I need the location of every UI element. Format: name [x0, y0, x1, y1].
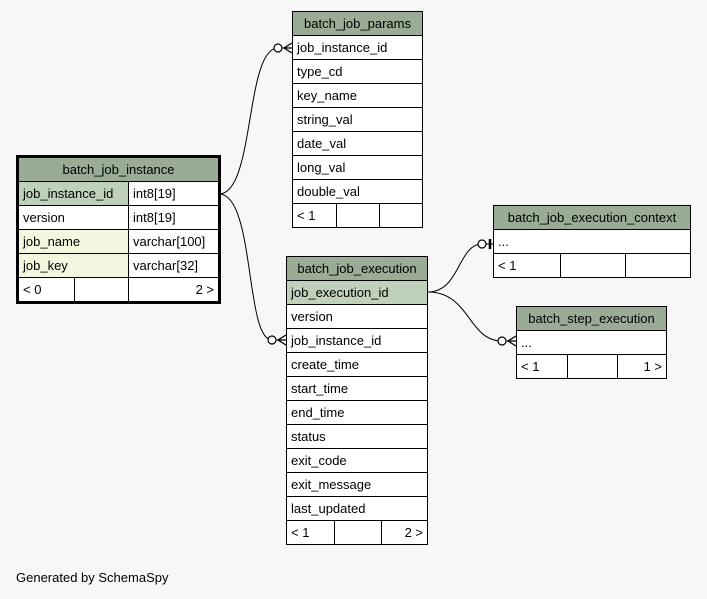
column-key-name[interactable]: key_name	[292, 83, 423, 108]
parent-count: < 1	[493, 253, 561, 278]
child-count: 2 >	[381, 520, 428, 545]
column-end-time[interactable]: end_time	[286, 400, 428, 425]
column-double-val[interactable]: double_val	[292, 179, 423, 204]
table-title[interactable]: batch_job_execution	[286, 256, 428, 281]
child-count	[379, 203, 423, 228]
column-type: int8[19]	[128, 181, 220, 206]
column-ellipsis[interactable]: ...	[516, 330, 667, 355]
table-title[interactable]: batch_step_execution	[516, 306, 667, 331]
column-job-name[interactable]: job_name	[17, 229, 129, 254]
crowfoot-icon	[276, 334, 287, 346]
table-batch-job-execution[interactable]: batch_job_execution job_execution_id ver…	[286, 256, 428, 545]
column-type: varchar[100]	[128, 229, 220, 254]
parent-count: < 1	[292, 203, 337, 228]
child-count: 1 >	[617, 354, 667, 379]
column-exit-code[interactable]: exit_code	[286, 448, 428, 473]
optional-marker-icon	[497, 336, 507, 346]
column-status[interactable]: status	[286, 424, 428, 449]
table-title[interactable]: batch_job_params	[292, 11, 423, 36]
parent-count: < 1	[516, 354, 568, 379]
column-type: varchar[32]	[128, 253, 220, 278]
child-count: 2 >	[128, 277, 220, 303]
child-count	[625, 253, 691, 278]
column-type: int8[19]	[128, 205, 220, 230]
column-create-time[interactable]: create_time	[286, 352, 428, 377]
relation-execution-context	[427, 243, 493, 293]
column-string-val[interactable]: string_val	[292, 107, 423, 132]
row-count	[567, 354, 618, 379]
column-job-key[interactable]: job_key	[17, 253, 129, 278]
column-job-instance-id[interactable]: job_instance_id	[286, 328, 428, 353]
parent-count: < 0	[17, 277, 75, 303]
table-batch-job-instance[interactable]: batch_job_instance job_instance_id int8[…	[16, 155, 221, 304]
relation-instance-params	[218, 47, 292, 195]
table-batch-step-execution[interactable]: batch_step_execution ... < 1 1 >	[516, 306, 667, 379]
crowfoot-icon	[282, 42, 293, 54]
table-title[interactable]: batch_job_instance	[17, 156, 220, 182]
column-exit-message[interactable]: exit_message	[286, 472, 428, 497]
generated-by-label: Generated by SchemaSpy	[16, 570, 169, 585]
column-start-time[interactable]: start_time	[286, 376, 428, 401]
column-ellipsis[interactable]: ...	[493, 229, 691, 254]
column-job-instance-id[interactable]: job_instance_id	[292, 35, 423, 60]
relation-instance-execution	[218, 193, 286, 341]
column-version[interactable]: version	[17, 205, 129, 230]
table-title[interactable]: batch_job_execution_context	[493, 205, 691, 230]
table-batch-job-params[interactable]: batch_job_params job_instance_id type_cd…	[292, 11, 423, 228]
row-count	[74, 277, 129, 303]
column-job-instance-id[interactable]: job_instance_id	[17, 181, 129, 206]
parent-count: < 1	[286, 520, 335, 545]
column-long-val[interactable]: long_val	[292, 155, 423, 180]
column-type-cd[interactable]: type_cd	[292, 59, 423, 84]
optional-marker-icon	[477, 239, 487, 249]
column-job-execution-id[interactable]: job_execution_id	[286, 280, 428, 305]
row-count	[560, 253, 626, 278]
row-count	[336, 203, 380, 228]
row-count	[334, 520, 382, 545]
column-version[interactable]: version	[286, 304, 428, 329]
column-date-val[interactable]: date_val	[292, 131, 423, 156]
relation-execution-step	[427, 291, 516, 342]
crowfoot-icon	[506, 335, 517, 347]
optional-marker-icon	[267, 335, 277, 345]
table-batch-job-execution-context[interactable]: batch_job_execution_context ... < 1	[493, 205, 691, 278]
optional-marker-icon	[273, 43, 283, 53]
column-last-updated[interactable]: last_updated	[286, 496, 428, 521]
